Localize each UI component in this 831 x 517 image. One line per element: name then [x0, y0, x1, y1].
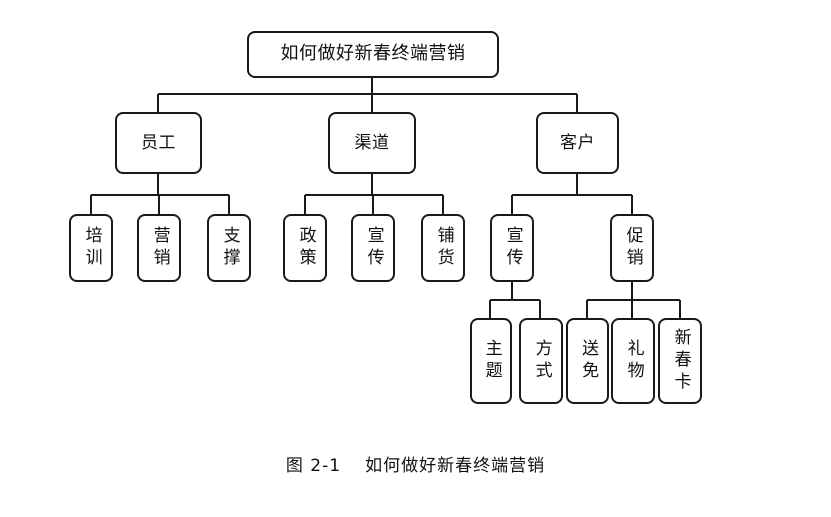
node-method-label: 方式 — [531, 339, 552, 383]
root-label: 如何做好新春终端营销 — [280, 43, 466, 65]
node-support-label: 支撑 — [219, 226, 240, 270]
node-theme-label: 主题 — [481, 339, 502, 383]
node-promotion: 促销 — [610, 214, 654, 282]
node-gift-label: 礼物 — [623, 339, 644, 383]
node-customer: 客户 — [536, 112, 619, 174]
node-giveaway: 送免 — [566, 318, 609, 404]
node-customer-label: 客户 — [560, 132, 595, 153]
node-channel-label: 渠道 — [354, 132, 390, 153]
node-training-label: 培训 — [81, 226, 102, 270]
node-method: 方式 — [519, 318, 563, 404]
figure-caption: 图 2-1 如何做好新春终端营销 — [200, 451, 631, 476]
node-marketing-label: 营销 — [149, 226, 170, 270]
node-support: 支撑 — [207, 214, 251, 282]
node-gift: 礼物 — [611, 318, 655, 404]
node-promotion-label: 促销 — [622, 226, 643, 270]
node-spring-card: 新春卡 — [658, 318, 702, 404]
root-node: 如何做好新春终端营销 — [247, 31, 499, 78]
node-policy: 政策 — [283, 214, 327, 282]
node-giveaway-label: 送免 — [578, 339, 599, 383]
node-channel-publicity: 宣传 — [351, 214, 395, 282]
node-employee-label: 员工 — [141, 132, 176, 153]
node-theme: 主题 — [470, 318, 512, 404]
node-distribution-label: 铺货 — [433, 226, 454, 270]
node-customer-publicity-label: 宣传 — [502, 226, 523, 270]
node-distribution: 铺货 — [421, 214, 465, 282]
node-marketing: 营销 — [137, 214, 181, 282]
figure-title: 如何做好新春终端营销 — [365, 456, 546, 476]
figure-number: 图 2-1 — [285, 456, 342, 476]
node-channel-publicity-label: 宣传 — [363, 226, 384, 270]
node-employee: 员工 — [115, 112, 202, 174]
node-customer-publicity: 宣传 — [490, 214, 534, 282]
node-policy-label: 政策 — [295, 226, 316, 270]
node-channel: 渠道 — [328, 112, 416, 174]
node-training: 培训 — [69, 214, 113, 282]
node-spring-card-label: 新春卡 — [670, 328, 691, 394]
